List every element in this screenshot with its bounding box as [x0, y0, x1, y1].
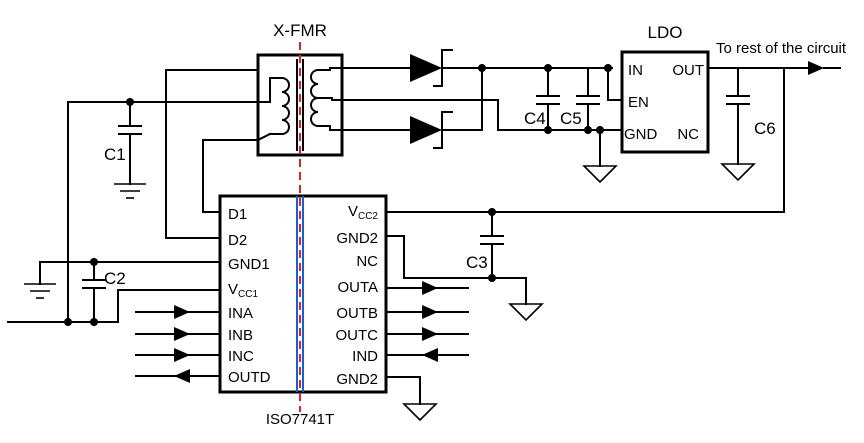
ldo-pin-en: EN [628, 94, 649, 111]
ground-symbol-gnd2-bottom [402, 403, 438, 422]
wire-gnd2-top [385, 235, 527, 305]
output-arrow [808, 61, 824, 75]
ground-symbol-ldo [582, 165, 618, 184]
junction-c3-bottom [488, 274, 496, 282]
wire-xfmr-primary-bottom-tie [256, 132, 272, 142]
isolator-part-label: ISO7741T [266, 411, 334, 428]
ground-symbol-c6 [720, 163, 756, 182]
pin-ina: INA [228, 305, 253, 322]
ldo-pin-in: IN [628, 62, 643, 79]
diode-bottom [410, 116, 442, 144]
capacitor-c5: C5 [560, 67, 600, 131]
pin-gnd2-top: GND2 [336, 230, 378, 247]
diode-top [410, 54, 442, 82]
wire-gnd2-bottom [385, 376, 421, 405]
arrow-outc [422, 327, 438, 341]
wire-xfmr-to-d2 [165, 69, 259, 239]
pin-outb: OUTB [336, 305, 378, 322]
wire-output-to-vcc2 [385, 67, 785, 213]
junction-c5-bottom [584, 126, 592, 134]
capacitor-c3: C3 [466, 211, 504, 279]
c1-label: C1 [104, 145, 126, 164]
ldo-pin-gnd: GND [624, 126, 658, 143]
junction-c4-top [544, 64, 552, 72]
wire-xfmr-sec-bottom [317, 125, 343, 131]
output-net-label: To rest of the circuit [716, 40, 847, 57]
pin-outc: OUTC [336, 327, 379, 344]
c5-label: C5 [560, 109, 582, 128]
ldo-regulator: LDO IN EN GND OUT NC [620, 23, 710, 154]
junction-diodes [478, 64, 486, 72]
ldo-pin-nc: NC [677, 126, 699, 143]
wire-in-to-en [607, 67, 623, 101]
c3-label: C3 [466, 253, 488, 272]
pin-inc: INC [228, 348, 254, 365]
wire-centertap-to-gnd [341, 99, 623, 131]
arrow-outd [174, 369, 190, 383]
ldo-label: LDO [648, 23, 683, 42]
pin-inb: INB [228, 327, 253, 344]
pin-vcc2: VCC2 [348, 203, 378, 222]
junction-c4-bottom [544, 126, 552, 134]
pin-outa: OUTA [337, 279, 378, 296]
junction-ldo-gnd [596, 126, 604, 134]
pin-gnd2-bottom: GND2 [336, 371, 378, 388]
arrow-inc [174, 348, 190, 362]
c4-label: C4 [524, 109, 546, 128]
arrow-outb [422, 305, 438, 319]
arrow-ind [422, 348, 438, 362]
wire-xfmr-sec-top [317, 67, 343, 71]
capacitor-c6: C6 [720, 67, 776, 182]
wire-diode-bottom-to-rail [441, 67, 483, 131]
c6-label: C6 [754, 119, 776, 138]
wire-xfmr-centertap-vcc1 [67, 77, 283, 323]
arrow-outa [422, 281, 438, 295]
pin-nc: NC [356, 253, 378, 270]
pin-d1: D1 [228, 206, 247, 223]
wire-xfmr-to-d1 [202, 139, 259, 213]
ldo-body [620, 50, 710, 154]
ground-symbol-gnd2-top [508, 303, 544, 322]
junction-vcc1-left [64, 318, 72, 326]
pin-vcc1: VCC1 [228, 281, 258, 300]
wire-vcc1-supply [7, 289, 221, 323]
transformer-primary-winding [280, 76, 290, 136]
c2-label: C2 [104, 269, 126, 288]
ldo-pin-out: OUT [672, 62, 704, 79]
capacitor-c2: C2 [82, 261, 126, 323]
pin-outd: OUTD [228, 369, 271, 386]
pin-gnd1: GND1 [228, 256, 270, 273]
wire-xfmr-sec-centertap [317, 97, 343, 101]
pin-ind: IND [352, 348, 378, 365]
isolator-iso7741t: ISO7741T D1 D2 GND1 VCC1 INA INB INC OUT… [218, 194, 388, 428]
pin-d2: D2 [228, 232, 247, 249]
junction-vcc1-c2 [90, 318, 98, 326]
transformer-label: X-FMR [273, 21, 327, 40]
arrow-inb [174, 327, 190, 341]
arrow-ina [174, 305, 190, 319]
capacitor-c1: C1 [104, 98, 146, 199]
capacitor-c4: C4 [524, 67, 560, 131]
